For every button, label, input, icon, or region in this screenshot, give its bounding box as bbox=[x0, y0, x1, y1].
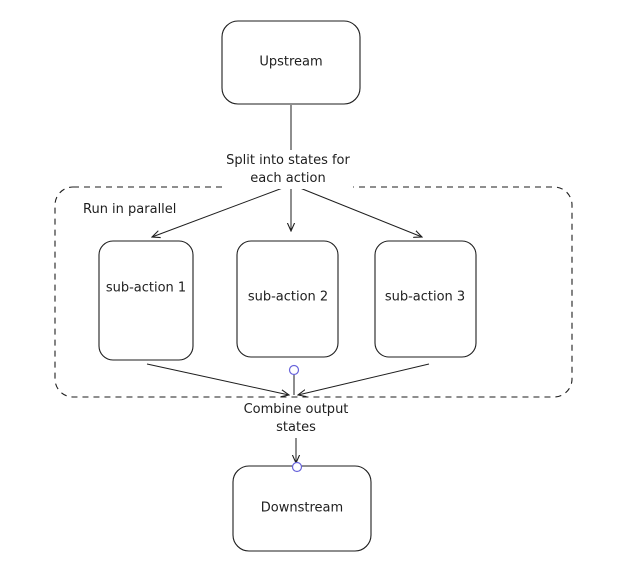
sub-action-1-label: sub-action 1 bbox=[105, 280, 187, 296]
edge-split-to-sub1[interactable] bbox=[152, 185, 289, 237]
combine-edge-label-line-1: Combine output bbox=[243, 402, 349, 417]
split-edge-label-line-1: Split into states for bbox=[226, 153, 350, 168]
split-edge-label: Split into states for each action bbox=[223, 151, 353, 189]
split-edge-label-line-2: each action bbox=[250, 171, 326, 186]
node-sub-action-2[interactable] bbox=[236, 240, 339, 358]
node-sub-action-3[interactable] bbox=[374, 240, 477, 358]
sub-action-2-label: sub-action 2 bbox=[247, 289, 329, 305]
connection-handle-bottom[interactable] bbox=[291, 461, 303, 473]
downstream-label: Downstream bbox=[260, 500, 344, 516]
combine-edge-label-line-2: states bbox=[276, 420, 316, 435]
group-run-in-parallel[interactable] bbox=[54, 186, 573, 398]
connection-handle-top[interactable] bbox=[288, 364, 300, 376]
combine-edge-label: Combine output states bbox=[240, 400, 352, 438]
edge-split-to-sub3[interactable] bbox=[294, 185, 422, 237]
node-upstream[interactable] bbox=[221, 20, 361, 105]
group-label: Run in parallel bbox=[83, 202, 177, 217]
node-sub-action-1[interactable] bbox=[98, 240, 194, 361]
edge-sub3-to-combine[interactable] bbox=[298, 363, 430, 395]
sub-action-3-label: sub-action 3 bbox=[384, 289, 466, 305]
edge-sub1-to-combine[interactable] bbox=[146, 363, 289, 395]
upstream-label: Upstream bbox=[259, 54, 323, 70]
